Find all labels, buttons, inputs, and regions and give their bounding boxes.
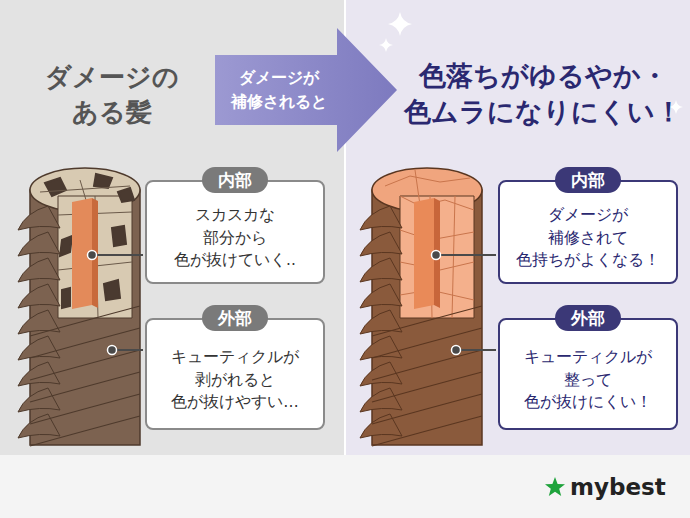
heading-pill: 内部	[555, 167, 621, 193]
callout-text: スカスカな 部分から 色が抜けていく..	[174, 204, 296, 271]
cuticle-edge	[30, 350, 140, 380]
cuticle	[360, 206, 402, 230]
cuticle-edge	[372, 350, 482, 380]
callout-text: キューティクルが 整って 色が抜けにくい！	[524, 346, 652, 413]
cuticle-edge	[30, 416, 140, 446]
cuticle	[18, 310, 60, 334]
cuticle-edge	[372, 328, 482, 358]
right-panel	[345, 0, 690, 455]
arrow-shape: ダメージが 補修されると	[215, 28, 397, 152]
cuticle-edge	[372, 306, 482, 336]
cuticle	[18, 336, 60, 360]
cuticle-edge	[372, 372, 482, 402]
callout-text: キューティクルが 剥がれると 色が抜けやすい…	[171, 346, 299, 413]
leader-dot	[452, 346, 461, 355]
cuticle	[360, 232, 402, 256]
cuticle	[360, 336, 402, 360]
cuticle	[360, 258, 402, 282]
left-panel	[0, 0, 345, 455]
cuticle-edge	[30, 306, 140, 336]
leader-dot	[108, 346, 117, 355]
leader-dot	[432, 251, 441, 260]
cuticle-edge	[372, 416, 482, 446]
cuticle-edge	[30, 328, 140, 358]
cuticle	[360, 284, 402, 308]
panel-title: ダメージの ある髪	[45, 60, 179, 130]
cuticle-edge	[372, 394, 482, 424]
leader-dot	[88, 251, 97, 260]
heading-pill: 外部	[555, 305, 621, 331]
leader-line	[92, 254, 143, 256]
logo-star	[545, 477, 565, 496]
callout-box: 内部ダメージが 補修されて 色持ちがよくなる！	[498, 180, 678, 284]
leader-line	[436, 254, 496, 256]
heading-pill: 内部	[202, 167, 268, 193]
panel-title: 色落ちがゆるやか・ 色ムラになりにくい！	[404, 58, 682, 131]
footer-band	[0, 455, 690, 518]
callout-box: 内部スカスカな 部分から 色が抜けていく..	[145, 180, 325, 284]
arrow-outline	[215, 28, 397, 152]
cuticle-edge	[30, 372, 140, 402]
cuticle	[360, 310, 402, 334]
arrow-text: ダメージが 補修されると	[231, 66, 327, 114]
callout-box: 外部キューティクルが 整って 色が抜けにくい！	[498, 318, 678, 430]
leader-line	[456, 349, 496, 351]
cuticle-edge	[30, 394, 140, 424]
callout-text: ダメージが 補修されて 色持ちがよくなる！	[516, 204, 660, 271]
callout-box: 外部キューティクルが 剥がれると 色が抜けやすい…	[145, 318, 325, 430]
cuticle	[18, 206, 60, 230]
heading-pill: 外部	[202, 305, 268, 331]
cuticle	[18, 284, 60, 308]
cuticle	[18, 258, 60, 282]
logo-text: mybest	[570, 472, 666, 503]
cuticle	[18, 232, 60, 256]
